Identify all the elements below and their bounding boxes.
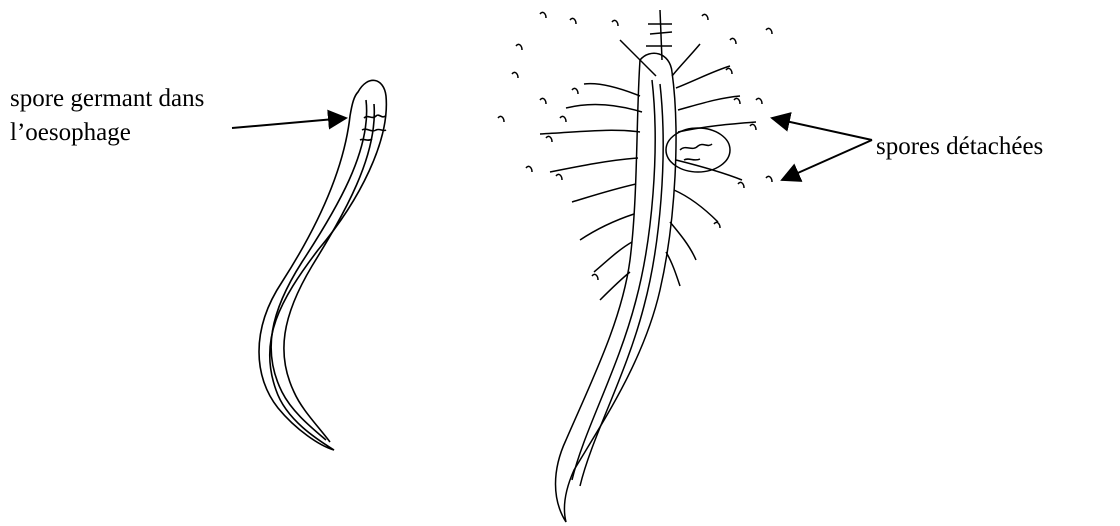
arrow-right-upper [772,118,872,140]
nematode-left [259,80,386,450]
label-spore-germinating-line2: l’oesophage [10,118,131,148]
label-detached-spores: spores détachées [876,132,1043,162]
arrow-right-lower [782,140,872,180]
label-spore-germinating-line1: spore germant dans [10,84,204,114]
arrow-left [232,118,346,128]
nematode-right [498,10,772,522]
